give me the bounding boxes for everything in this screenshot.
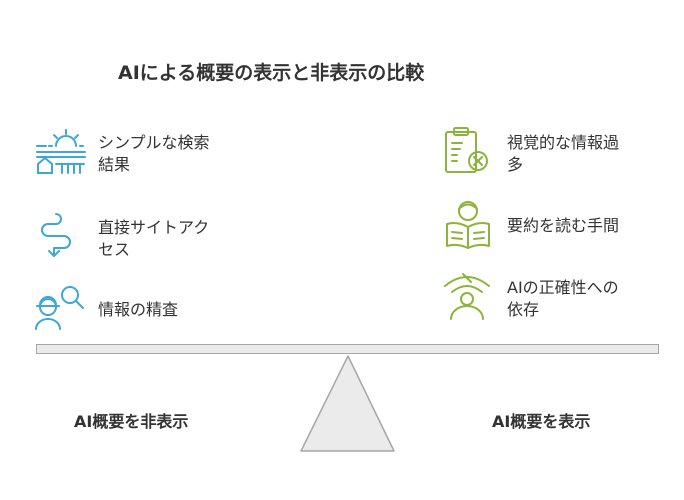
- right-item-1-line1: 視覚的な情報過: [507, 133, 620, 152]
- right-item-3: AIの正確性への 依存: [507, 277, 619, 321]
- left-item-1-line2: 結果: [98, 155, 131, 174]
- right-side-label: AI概要を表示: [492, 412, 591, 431]
- person-wifi-icon: [444, 273, 490, 320]
- left-item-3-line1: 情報の精査: [98, 300, 179, 319]
- winding-path-arrow-icon: [41, 213, 71, 257]
- right-item-3-line2: 依存: [507, 300, 540, 319]
- diagram-title: AIによる概要の表示と非表示の比較: [118, 62, 425, 84]
- left-item-2-line1: 直接サイトアク: [98, 218, 210, 237]
- left-item-2-line2: セス: [98, 240, 131, 259]
- right-item-2-line1: 要約を読む手間: [507, 216, 620, 235]
- left-item-1: シンプルな検索 結果: [98, 132, 210, 176]
- left-item-2: 直接サイトアク セス: [98, 217, 209, 261]
- clipboard-x-icon: [445, 127, 488, 173]
- right-item-1-line2: 多: [507, 155, 524, 174]
- right-item-1: 視覚的な情報過 多: [507, 132, 619, 176]
- left-item-3: 情報の精査: [98, 299, 178, 321]
- person-reading-icon: [446, 201, 490, 249]
- right-item-2: 要約を読む手間: [507, 215, 619, 237]
- person-magnifier-icon: [35, 286, 84, 330]
- right-item-3-line1: AIの正確性への: [507, 278, 619, 297]
- search-results-icon: [36, 129, 86, 174]
- left-side-label: AI概要を非表示: [74, 412, 189, 431]
- balance-beam: [36, 344, 659, 354]
- fulcrum-triangle: [300, 355, 395, 452]
- left-item-1-line1: シンプルな検索: [98, 133, 210, 152]
